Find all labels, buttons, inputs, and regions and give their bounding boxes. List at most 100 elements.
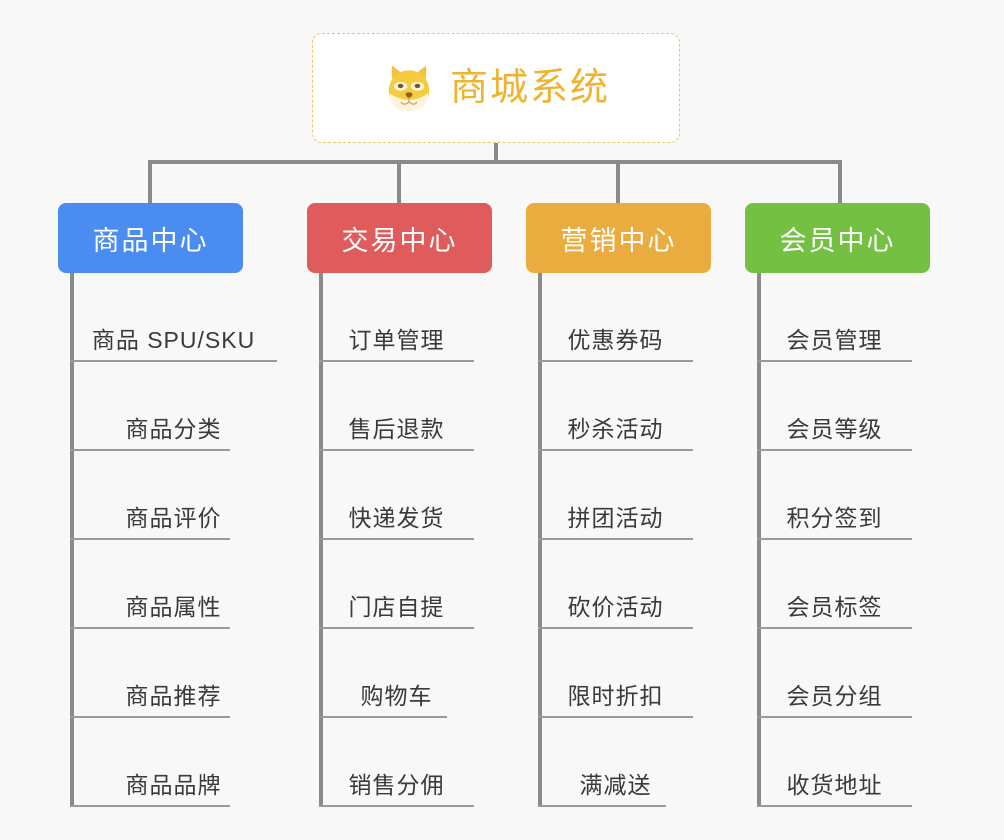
leaf-item[interactable]: 限时折扣	[538, 629, 693, 718]
branch-header-label-4: 会员中心	[779, 225, 896, 256]
leaf-item[interactable]: 门店自提	[319, 540, 474, 629]
drop-connector-1	[148, 160, 152, 205]
branch-header-3[interactable]: 营销中心	[526, 203, 711, 273]
branch-header-label-1: 商品中心	[92, 225, 209, 256]
leaf-item[interactable]: 拼团活动	[538, 451, 693, 540]
leaf-label: 秒杀活动	[567, 415, 664, 442]
leaf-underline	[538, 805, 666, 807]
leaf-item[interactable]: 商品品牌	[70, 718, 277, 807]
leaf-label: 限时折扣	[567, 682, 664, 709]
branch-header-label-2: 交易中心	[341, 225, 458, 256]
leaf-item[interactable]: 收货地址	[757, 718, 912, 807]
leaf-label: 优惠券码	[567, 326, 664, 353]
leaf-list-2: 订单管理 售后退款 快递发货 门店自提 购物车 销售分佣	[319, 273, 474, 807]
leaf-item[interactable]: 销售分佣	[319, 718, 474, 807]
leaf-underline	[70, 360, 277, 362]
drop-connector-4	[838, 160, 842, 205]
leaf-underline	[319, 805, 474, 807]
leaf-label: 商品分类	[125, 415, 222, 442]
branch-column-1: 商品中心 商品 SPU/SKU 商品分类 商品评价 商品属性 商品推荐	[58, 203, 277, 807]
leaf-underline	[319, 716, 447, 718]
leaf-label: 会员等级	[786, 415, 883, 442]
leaf-underline	[319, 627, 474, 629]
leaf-underline	[538, 360, 693, 362]
leaf-underline	[70, 627, 230, 629]
leaf-item[interactable]: 快递发货	[319, 451, 474, 540]
leaf-item[interactable]: 会员管理	[757, 273, 912, 362]
leaf-list-4: 会员管理 会员等级 积分签到 会员标签 会员分组 收货地址	[757, 273, 912, 807]
leaf-item[interactable]: 购物车	[319, 629, 474, 718]
leaf-label: 商品品牌	[125, 771, 222, 798]
leaf-underline	[319, 449, 474, 451]
leaf-label: 售后退款	[348, 415, 445, 442]
branch-header-4[interactable]: 会员中心	[745, 203, 930, 273]
leaf-underline	[70, 805, 230, 807]
leaf-underline	[757, 538, 912, 540]
leaf-label: 满减送	[579, 771, 652, 798]
leaf-item[interactable]: 优惠券码	[538, 273, 693, 362]
leaf-underline	[319, 538, 474, 540]
leaf-item[interactable]: 商品属性	[70, 540, 277, 629]
leaf-label: 积分签到	[786, 504, 883, 531]
branch-header-1[interactable]: 商品中心	[58, 203, 243, 273]
branch-trunk-2	[319, 273, 323, 807]
branch-trunk-4	[757, 273, 761, 807]
branch-trunk-3	[538, 273, 542, 807]
leaf-label: 订单管理	[348, 326, 445, 353]
leaf-label: 购物车	[360, 682, 433, 709]
branch-header-label-3: 营销中心	[560, 225, 677, 256]
leaf-label: 会员标签	[786, 593, 883, 620]
leaf-label: 销售分佣	[348, 771, 445, 798]
leaf-underline	[757, 805, 912, 807]
root-title: 商城系统	[449, 67, 610, 109]
branch-column-4: 会员中心 会员管理 会员等级 积分签到 会员标签 会员分组	[745, 203, 930, 807]
leaf-underline	[70, 716, 230, 718]
leaf-item[interactable]: 积分签到	[757, 451, 912, 540]
leaf-label: 商品属性	[125, 593, 222, 620]
drop-connector-2	[397, 160, 401, 205]
leaf-item[interactable]: 商品 SPU/SKU	[70, 273, 277, 362]
leaf-underline	[538, 716, 693, 718]
leaf-item[interactable]: 会员等级	[757, 362, 912, 451]
leaf-label: 拼团活动	[567, 504, 664, 531]
drop-connector-3	[616, 160, 620, 205]
horizontal-bus-connector	[148, 160, 842, 164]
leaf-item[interactable]: 商品推荐	[70, 629, 277, 718]
root-stem-connector	[494, 143, 498, 164]
branch-header-2[interactable]: 交易中心	[307, 203, 492, 273]
leaf-underline	[757, 627, 912, 629]
leaf-list-1: 商品 SPU/SKU 商品分类 商品评价 商品属性 商品推荐 商品品牌	[70, 273, 277, 807]
leaf-label: 商品推荐	[125, 682, 222, 709]
leaf-item[interactable]: 订单管理	[319, 273, 474, 362]
leaf-list-3: 优惠券码 秒杀活动 拼团活动 砍价活动 限时折扣 满减送	[538, 273, 693, 807]
leaf-underline	[757, 360, 912, 362]
branch-column-3: 营销中心 优惠券码 秒杀活动 拼团活动 砍价活动 限时折扣	[526, 203, 711, 807]
leaf-label: 快递发货	[348, 504, 445, 531]
leaf-label: 会员分组	[786, 682, 883, 709]
leaf-item[interactable]: 秒杀活动	[538, 362, 693, 451]
leaf-underline	[70, 538, 230, 540]
leaf-item[interactable]: 砍价活动	[538, 540, 693, 629]
leaf-item[interactable]: 售后退款	[319, 362, 474, 451]
leaf-label: 收货地址	[786, 771, 883, 798]
leaf-label: 商品 SPU/SKU	[91, 326, 256, 353]
branch-trunk-1	[70, 273, 74, 807]
leaf-item[interactable]: 会员标签	[757, 540, 912, 629]
leaf-label: 会员管理	[786, 326, 883, 353]
leaf-underline	[538, 627, 693, 629]
leaf-underline	[70, 449, 230, 451]
leaf-label: 门店自提	[348, 593, 445, 620]
shiba-dog-face-icon	[388, 65, 430, 112]
leaf-underline	[757, 716, 912, 718]
leaf-underline	[319, 360, 474, 362]
branch-column-2: 交易中心 订单管理 售后退款 快递发货 门店自提 购物车	[307, 203, 492, 807]
root-node[interactable]: 商城系统	[312, 33, 680, 143]
leaf-item[interactable]: 商品分类	[70, 362, 277, 451]
leaf-item[interactable]: 会员分组	[757, 629, 912, 718]
leaf-underline	[538, 449, 693, 451]
leaf-label: 商品评价	[125, 504, 222, 531]
leaf-item[interactable]: 商品评价	[70, 451, 277, 540]
leaf-underline	[757, 449, 912, 451]
leaf-item[interactable]: 满减送	[538, 718, 693, 807]
